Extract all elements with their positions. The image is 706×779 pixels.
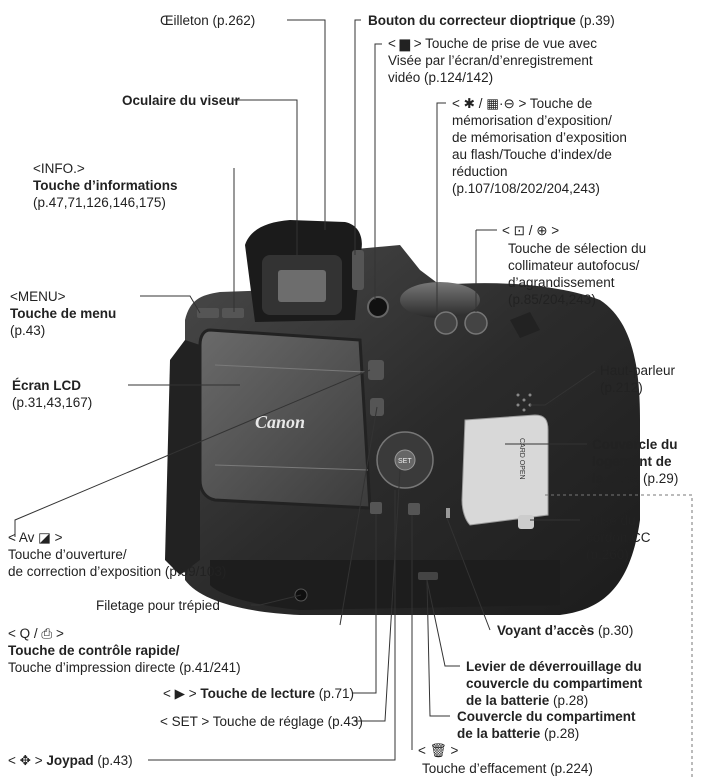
label-batt-1: Couvercle du compartiment [457, 709, 636, 724]
label-av-1: < Av ◪ > [8, 530, 63, 545]
label-menu-3: (p.43) [10, 323, 46, 338]
label-lecture: < ▶ > Touche de lecture (p.71) [163, 685, 354, 702]
label-voyant: Voyant d’accès (p.30) [497, 622, 633, 639]
label-levier-3: de la batterie (p.28) [466, 692, 588, 709]
delete-button [408, 503, 420, 515]
label-memo-2: mémorisation d’exposition/ [452, 113, 612, 128]
label-voyant-page: (p.30) [594, 623, 634, 638]
svg-text:SET: SET [398, 458, 412, 465]
label-av-2: Touche d’ouverture/ [8, 547, 127, 562]
label-memo-1: < ✱ / ▦·⊖ > Touche de [452, 96, 593, 111]
label-q-2: Touche de contrôle rapide/ [8, 643, 180, 658]
label-info-3: (p.47,71,126,146,175) [33, 195, 166, 210]
label-levier-2: couvercle du compartiment [466, 676, 643, 691]
battery-latch [418, 572, 438, 580]
label-levier-1: Levier de déverrouillage du [466, 659, 642, 674]
svg-text:CARD OPEN: CARD OPEN [518, 438, 525, 480]
label-del-sym: < 🗑 > [418, 743, 459, 758]
live-view-button [367, 296, 389, 318]
label-memo-5: réduction [452, 164, 508, 179]
label-q-3: Touche d’impression directe (p.41/241) [8, 660, 241, 675]
label-dc-3: (p.260) [586, 547, 629, 562]
label-lecture-page: (p.71) [314, 686, 354, 701]
label-hp-1: Haut-parleur [600, 363, 676, 378]
label-cover-page: (p.29) [639, 471, 679, 486]
label-prise-vue-2: Visée par l’écran/d’enregistrement [388, 53, 593, 68]
label-hp-2: (p.212) [600, 380, 643, 395]
label-joy: < ✥ > Joypad (p.43) [8, 752, 133, 769]
av-button [368, 360, 384, 380]
lcd-screen [198, 328, 372, 510]
set-button [394, 449, 416, 471]
label-cover-1: Couvercle du [592, 437, 678, 452]
label-cover-2: logement de [592, 454, 672, 469]
viewfinder-window [278, 270, 326, 302]
label-prise-vue-1: < ▆ > Touche de prise de vue avec [388, 36, 598, 51]
label-af-5: (p.85/204,243) [508, 292, 596, 307]
hinge [165, 340, 200, 575]
mode-dial [400, 282, 480, 318]
label-joy-text: Joypad [46, 753, 94, 768]
label-cover-3-text: la carte [592, 471, 640, 486]
label-af-2: Touche de sélection du [508, 241, 647, 256]
label-dc-2: cordon CC [586, 530, 651, 545]
label-av-3: de correction d’exposition (p.99/103) [8, 564, 227, 579]
label-correcteur: Bouton du correcteur dioptrique (p.39) [368, 12, 615, 29]
label-memo-3: de mémorisation d’exposition [452, 130, 627, 145]
label-batt-2: de la batterie (p.28) [457, 725, 579, 742]
access-lamp [446, 508, 450, 518]
label-lecture-sym: < ▶ > [163, 686, 197, 701]
card-slot-cover [461, 414, 549, 526]
info-button [222, 308, 244, 318]
label-correcteur-page: (p.39) [575, 13, 615, 28]
diopter-dial [352, 250, 364, 290]
label-q-1: < Q / ⎙ > [8, 626, 64, 641]
label-batt-2-text: de la batterie [457, 726, 541, 741]
label-set: < SET > Touche de réglage (p.43) [160, 713, 363, 730]
label-joy-sym: < ✥ > [8, 753, 43, 768]
play-button [370, 502, 382, 514]
label-batt-page: (p.28) [540, 726, 580, 741]
label-lcd-2: (p.31,43,167) [12, 395, 93, 410]
label-menu-1: <MENU> [10, 289, 66, 304]
label-af-3: collimateur autofocus/ [508, 258, 640, 273]
label-info-2: Touche d’informations [33, 178, 178, 193]
strap-lug [510, 312, 540, 338]
label-menu-2: Touche de menu [10, 306, 117, 321]
label-set-text: Touche de réglage (p.43) [212, 714, 363, 729]
label-trepied: Filetage pour trépied [96, 598, 220, 613]
label-set-sym: < SET > [160, 714, 210, 729]
label-memo-6: (p.107/108/202/204,243) [452, 181, 600, 196]
label-levier-3-text: de la batterie [466, 693, 550, 708]
label-memo-4: au flash/Touche d’index/de [452, 147, 612, 162]
label-af-4: d’agrandissement [508, 275, 615, 290]
label-oeilleton: Œilleton (p.262) [160, 13, 256, 28]
dc-coupler [518, 515, 534, 529]
label-oculaire: Oculaire du viseur [122, 93, 240, 108]
label-joy-page: (p.43) [93, 753, 133, 768]
label-prise-vue-3: vidéo (p.124/142) [388, 70, 494, 85]
label-correcteur-text: Bouton du correcteur dioptrique [368, 13, 576, 28]
menu-button [197, 308, 219, 318]
label-af-1: < ⊡ / ⊕ > [502, 223, 560, 238]
label-del: Touche d’effacement (p.224) [422, 761, 593, 776]
label-info-1: <INFO.> [33, 161, 85, 176]
brand-logo: Canon [255, 412, 305, 432]
ae-lock-button [434, 311, 458, 335]
label-lecture-text: Touche de lecture [200, 686, 315, 701]
label-lcd-1: Écran LCD [12, 378, 82, 393]
label-levier-page: (p.28) [549, 693, 589, 708]
label-voyant-text: Voyant d’accès [497, 623, 595, 638]
label-cover-3: la carte (p.29) [592, 470, 678, 487]
label-dc-1: Prise du [586, 513, 636, 528]
